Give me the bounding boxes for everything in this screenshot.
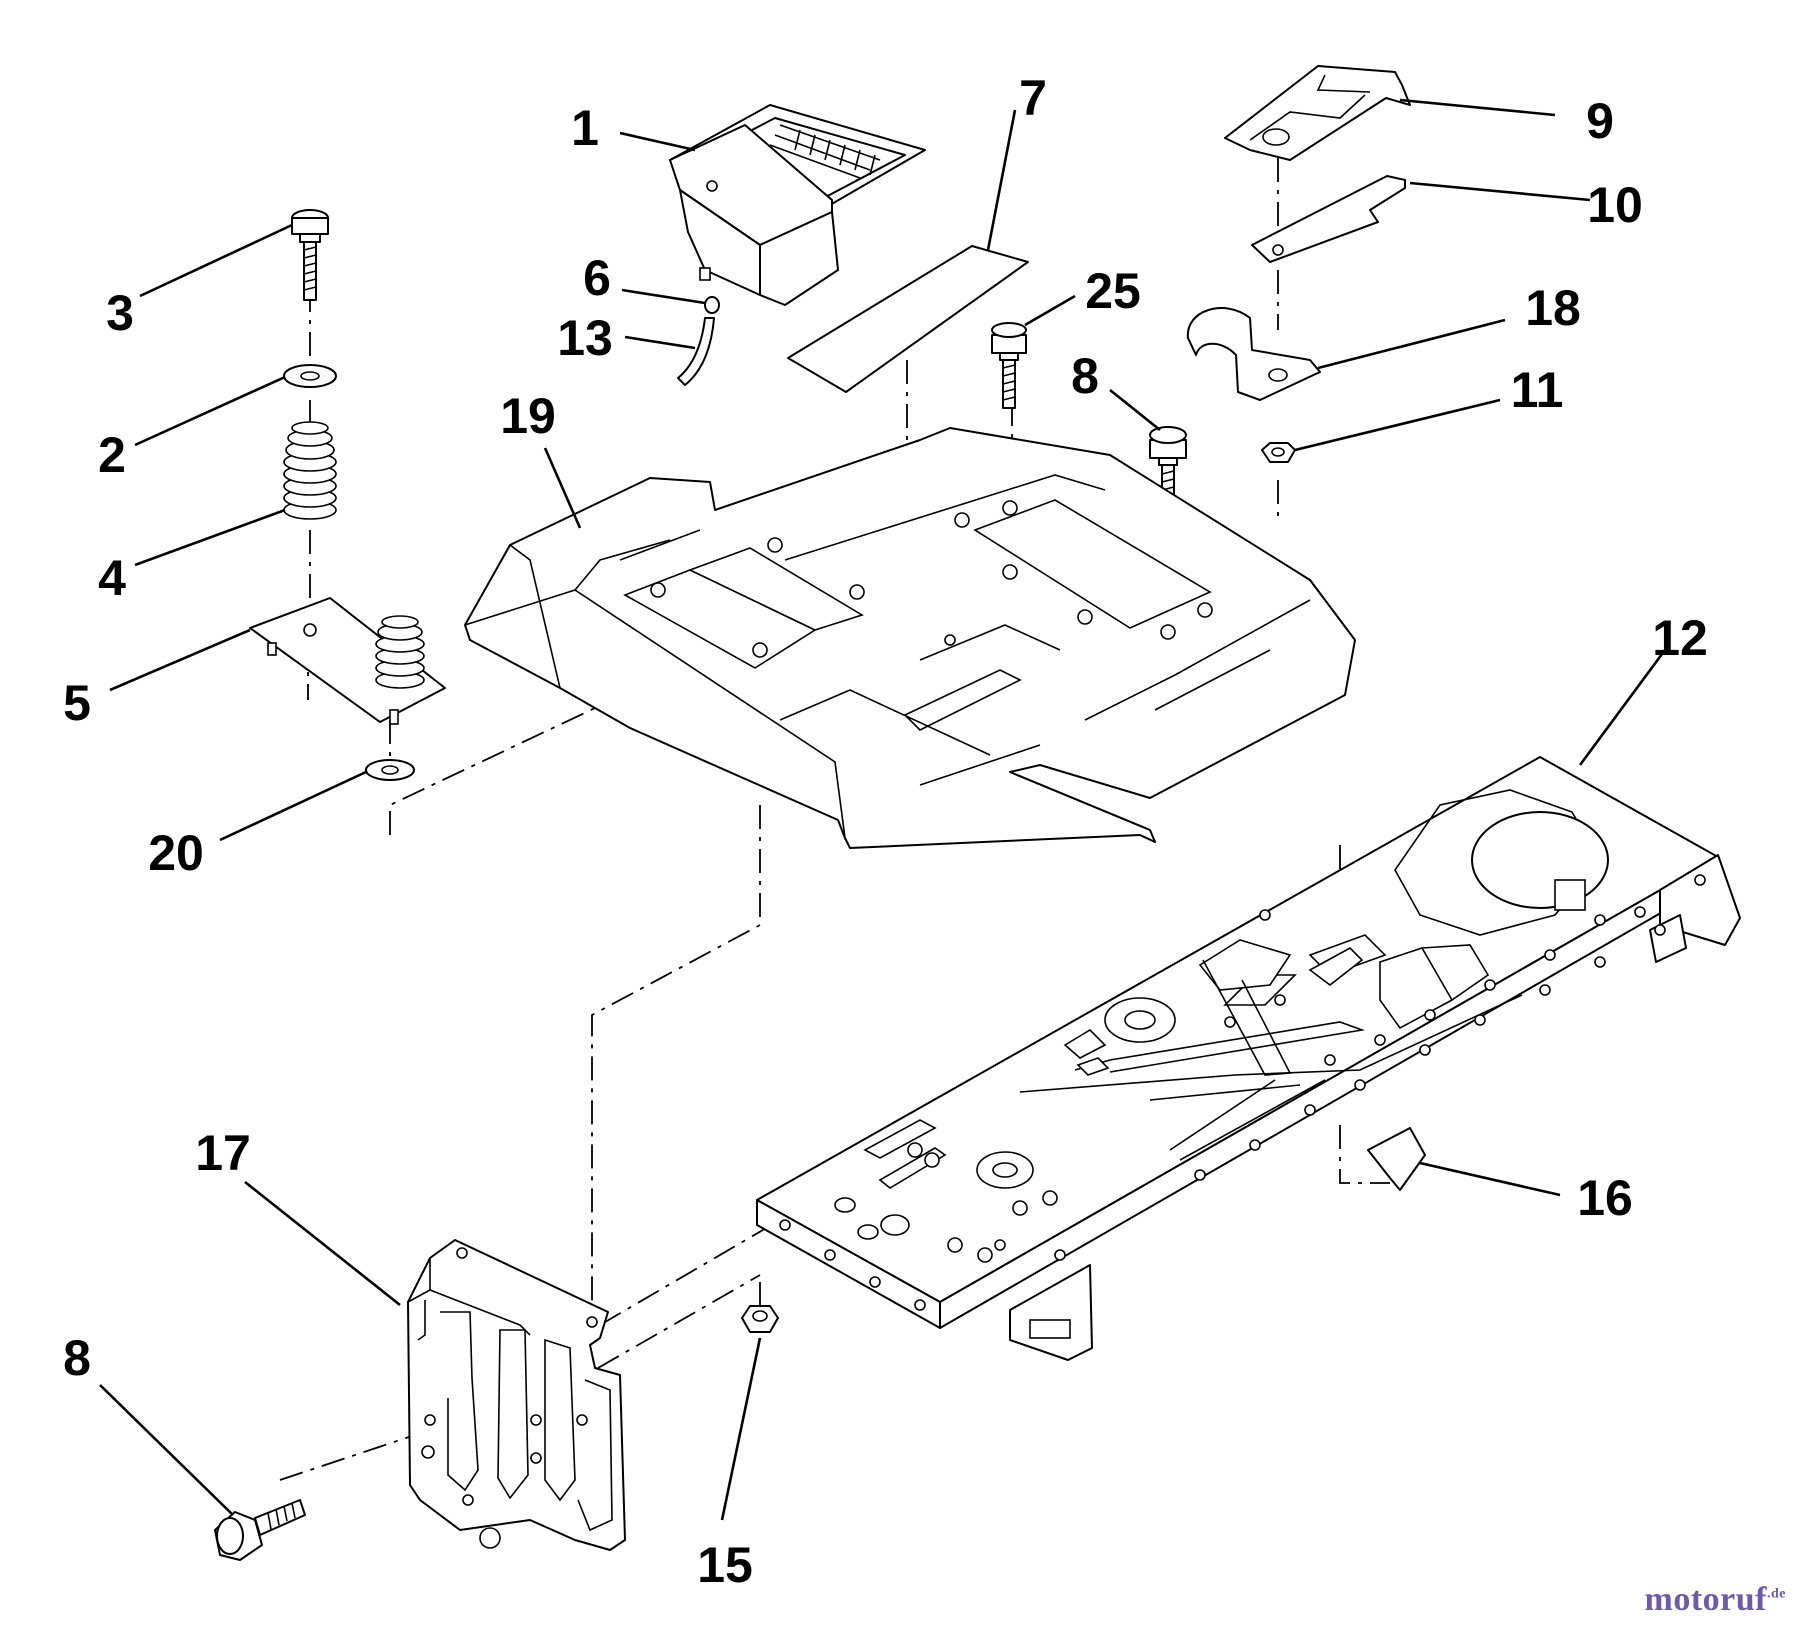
callout-8-upper: 8	[1071, 348, 1099, 404]
part-5-spring-plate	[249, 597, 446, 725]
part-15-nut	[741, 1305, 779, 1333]
part-19-body-pan	[464, 427, 1356, 849]
part-4-spring	[283, 421, 337, 520]
part-3-bolt	[291, 209, 329, 301]
callout-3: 3	[106, 285, 134, 341]
callout-4: 4	[98, 550, 126, 606]
callout-labels: 1 7 9 10 3 6 13 25 18 8 11 2 19 4 5 12 2…	[63, 70, 1708, 1593]
callout-10: 10	[1587, 177, 1643, 233]
part-17-rear-plate	[407, 1239, 626, 1551]
part-6-cap	[704, 296, 720, 314]
callout-12: 12	[1652, 610, 1708, 666]
callout-5: 5	[63, 675, 91, 731]
part-8-bolt-lower	[214, 1499, 306, 1561]
part-7-plate	[787, 245, 1029, 393]
callout-18: 18	[1525, 280, 1581, 336]
leader-lines	[99, 98, 1667, 1521]
part-13-hose	[677, 317, 715, 386]
callout-19: 19	[500, 388, 556, 444]
watermark-suffix: .de	[1767, 1586, 1786, 1602]
callout-20: 20	[148, 825, 204, 881]
part-11-nut	[1261, 442, 1296, 463]
watermark-logo: motoruf.de	[1645, 1581, 1786, 1619]
callout-2: 2	[98, 427, 126, 483]
callout-15: 15	[697, 1537, 753, 1593]
callout-11: 11	[1511, 362, 1564, 418]
part-1-tray	[669, 104, 926, 306]
part-16-bracket	[1367, 1127, 1426, 1191]
callout-16: 16	[1577, 1170, 1633, 1226]
callout-1: 1	[571, 100, 599, 156]
callout-6: 6	[583, 250, 611, 306]
tray-grille-hatching	[769, 124, 881, 179]
callout-9: 9	[1586, 93, 1614, 149]
callout-7: 7	[1019, 70, 1047, 126]
callout-8-lower: 8	[63, 1330, 91, 1386]
part-2-washer	[283, 364, 337, 388]
part-18-clamp	[1186, 307, 1321, 401]
watermark-main: motoruf	[1644, 1581, 1767, 1618]
part-25-bolt	[991, 322, 1027, 409]
part-10-bracket	[1251, 175, 1406, 263]
callout-17: 17	[195, 1125, 251, 1181]
callout-25: 25	[1085, 263, 1141, 319]
part-20-washer	[365, 759, 415, 781]
part-12-frame	[756, 756, 1741, 1361]
callout-13: 13	[557, 310, 613, 366]
part-9-cover	[1224, 65, 1411, 161]
